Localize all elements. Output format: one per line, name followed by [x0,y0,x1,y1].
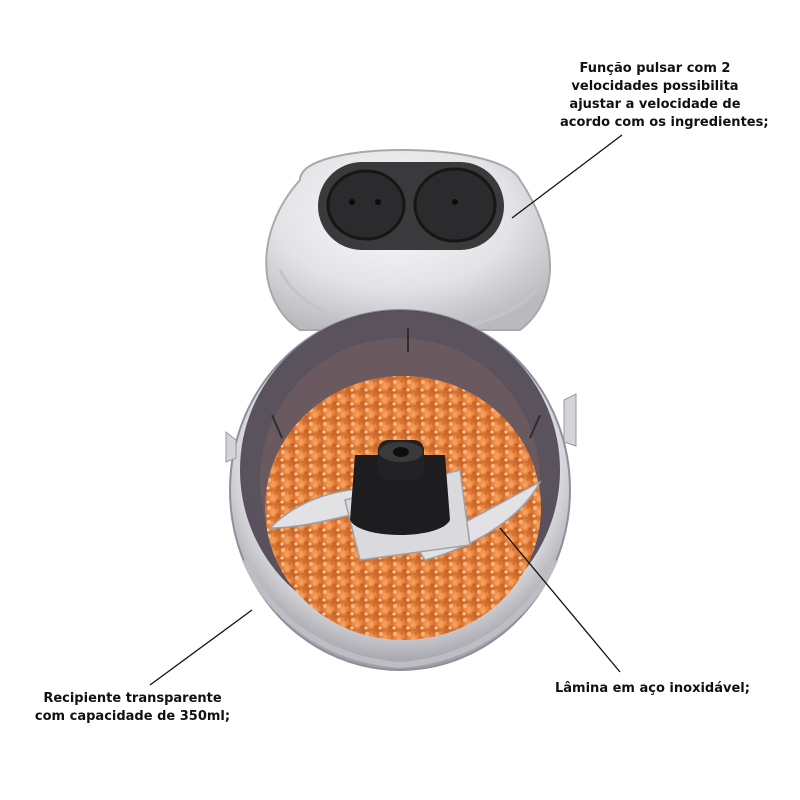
pulse-buttons [318,162,504,250]
bowl-capacity-callout: Recipiente transparente com capacidade d… [30,690,235,726]
blade-material-callout: Lâmina em aço inoxidável; [555,680,750,698]
blade-callout-line: Lâmina em aço inoxidável; [555,681,750,696]
pulse-function-callout: Função pulsar com 2 velocidades possibil… [560,60,769,132]
bowl-callout-line: com capacidade de 350ml; [34,709,231,724]
bowl-leader-line [149,609,253,686]
pulse-leader-line [511,134,623,219]
pulse-callout-line: velocidades possibilita [571,79,739,94]
leader-lines [149,134,623,686]
bowl-callout-line: Recipiente transparente [43,691,222,706]
pulse-callout-line: ajustar a velocidade de [569,97,741,112]
blade-hub [350,440,450,535]
pulse-callout-line: acordo com os ingredientes; [560,115,769,130]
speed-1-button[interactable] [326,169,406,241]
blade-leader-line [499,527,621,673]
pulse-callout-line: Função pulsar com 2 [579,61,731,76]
